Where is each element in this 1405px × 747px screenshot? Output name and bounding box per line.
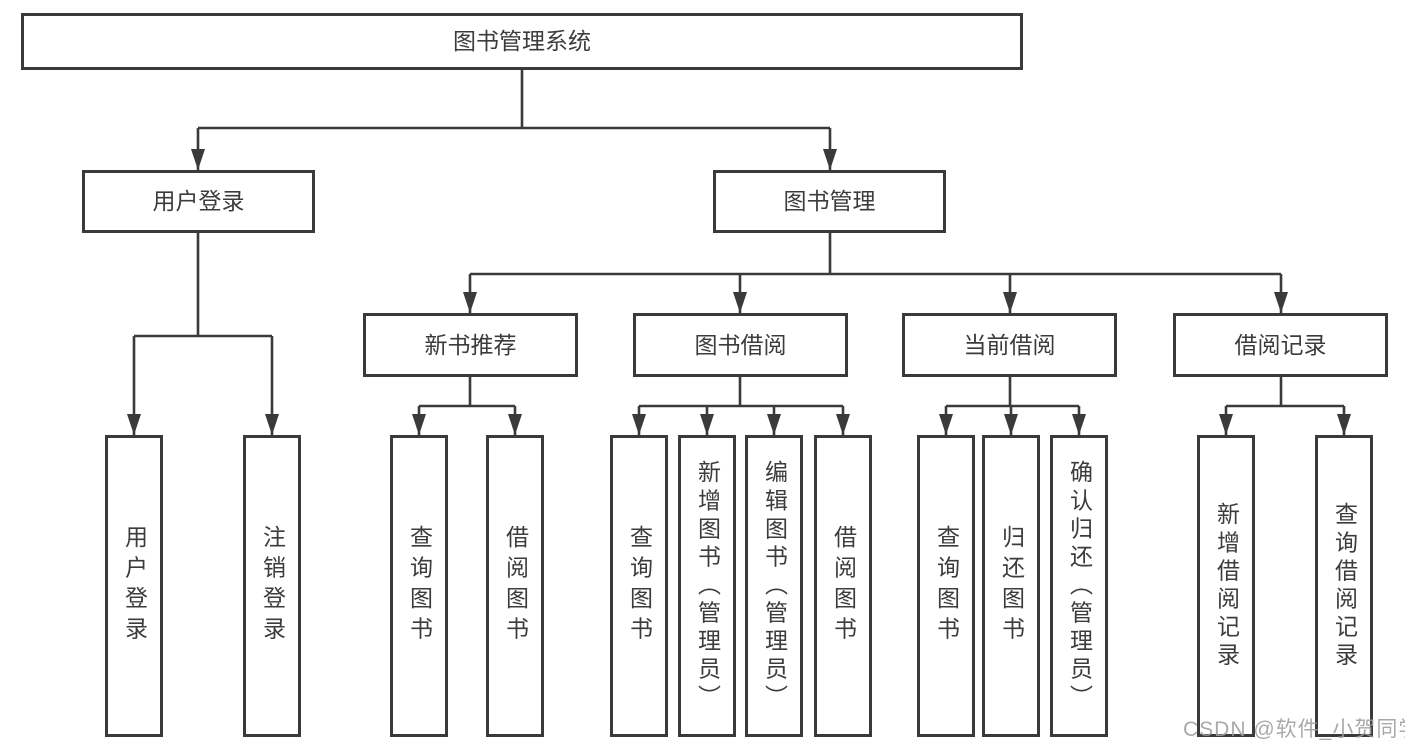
leaf-user-login-label: 用户登录	[121, 525, 148, 647]
leaf-logout: 注销登录	[243, 435, 301, 737]
leaf-newbook-query-books-label: 查询图书	[406, 525, 433, 647]
node-root: 图书管理系统	[21, 13, 1023, 70]
leaf-borrow-query-books-label: 查询图书	[626, 525, 653, 647]
node-root-label: 图书管理系统	[453, 28, 591, 54]
csdn-watermark: CSDN @软件_小贺同学	[1183, 718, 1405, 741]
node-current-borrow: 当前借阅	[902, 313, 1117, 377]
leaf-newbook-query-books: 查询图书	[390, 435, 448, 737]
node-book-borrow-label: 图书借阅	[694, 331, 787, 358]
leaf-records-query-record-label: 查询借阅记录	[1331, 501, 1358, 671]
leaf-borrow-edit-books-admin: 编辑图书（管理员）	[745, 435, 803, 737]
leaf-current-query-books: 查询图书	[917, 435, 975, 737]
node-current-borrow-label: 当前借阅	[963, 331, 1056, 358]
node-borrow-records-label: 借阅记录	[1234, 331, 1327, 358]
leaf-newbook-borrow-books-label: 借阅图书	[502, 525, 529, 647]
leaf-newbook-borrow-books: 借阅图书	[486, 435, 544, 737]
node-new-book-recommend: 新书推荐	[363, 313, 578, 377]
leaf-borrow-edit-books-admin-label: 编辑图书（管理员）	[761, 459, 788, 713]
leaf-current-confirm-return-admin-label: 确认归还（管理员）	[1066, 459, 1093, 713]
leaf-current-confirm-return-admin: 确认归还（管理员）	[1050, 435, 1108, 737]
leaf-borrow-query-books: 查询图书	[610, 435, 668, 737]
node-new-book-recommend-label: 新书推荐	[424, 331, 517, 358]
leaf-current-return-books: 归还图书	[982, 435, 1040, 737]
node-borrow-records: 借阅记录	[1173, 313, 1388, 377]
leaf-borrow-borrow-books: 借阅图书	[814, 435, 872, 737]
leaf-borrow-add-books-admin: 新增图书（管理员）	[678, 435, 736, 737]
node-user-login: 用户登录	[82, 170, 315, 233]
node-book-management: 图书管理	[713, 170, 946, 233]
node-user-login-label: 用户登录	[152, 188, 245, 214]
leaf-borrow-borrow-books-label: 借阅图书	[830, 525, 857, 647]
leaf-records-add-record: 新增借阅记录	[1197, 435, 1255, 737]
leaf-borrow-add-books-admin-label: 新增图书（管理员）	[694, 459, 721, 713]
leaf-current-query-books-label: 查询图书	[933, 525, 960, 647]
leaf-user-login: 用户登录	[105, 435, 163, 737]
node-book-borrow: 图书借阅	[633, 313, 848, 377]
leaf-records-query-record: 查询借阅记录	[1315, 435, 1373, 737]
node-book-management-label: 图书管理	[783, 188, 876, 214]
leaf-records-add-record-label: 新增借阅记录	[1213, 501, 1240, 671]
leaf-current-return-books-label: 归还图书	[998, 525, 1025, 647]
leaf-logout-label: 注销登录	[259, 525, 286, 647]
